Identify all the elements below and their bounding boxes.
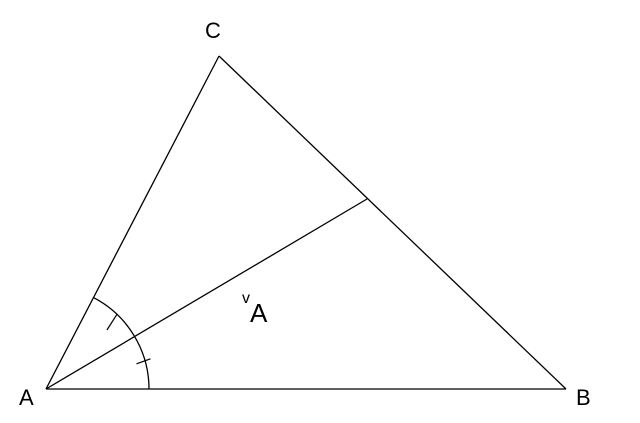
bisector-label-v: v	[242, 290, 250, 307]
side-bc	[218, 55, 567, 390]
angle-bisector	[45, 198, 368, 390]
bisector-label-a: A	[250, 298, 268, 328]
angle-tick-lower	[136, 358, 151, 365]
vertex-label-a: A	[19, 385, 34, 410]
vertex-label-c: C	[205, 18, 221, 43]
vertex-label-b: B	[576, 385, 591, 410]
angle-tick-upper	[106, 314, 118, 331]
angle-arc-a	[93, 297, 150, 390]
side-ac	[45, 55, 220, 390]
